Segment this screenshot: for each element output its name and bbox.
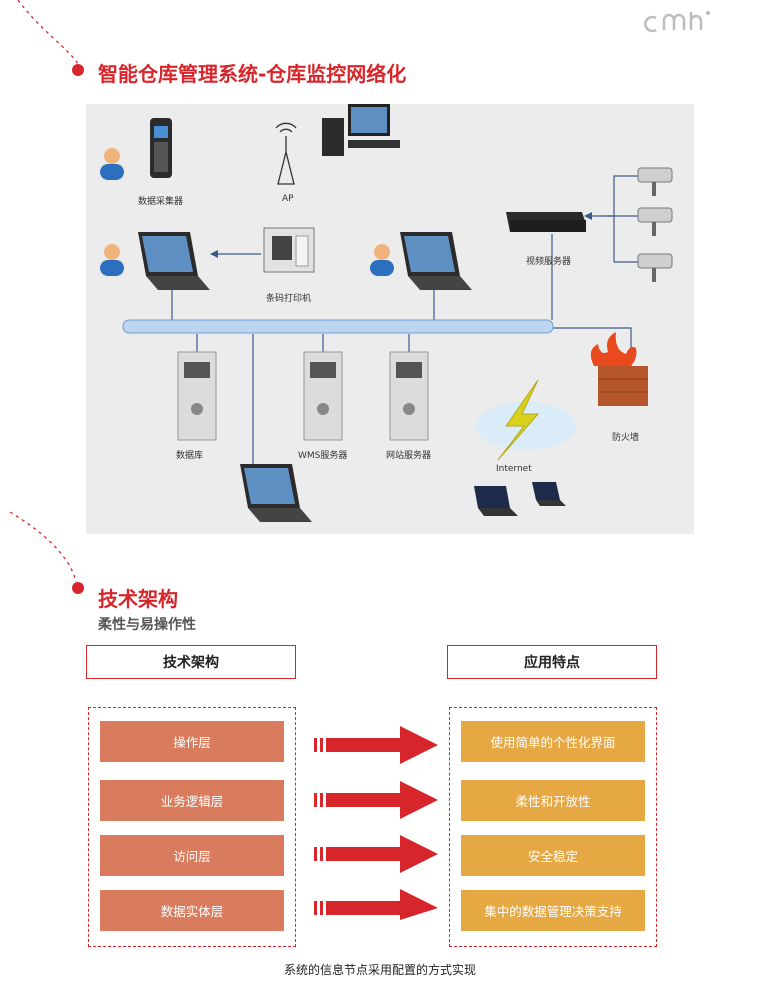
layer-box: 数据实体层 xyxy=(100,890,284,931)
ap-antenna-icon xyxy=(275,122,297,185)
camera-icon xyxy=(637,207,673,236)
mapping-arrows xyxy=(314,726,438,920)
collector-label: 数据采集器 xyxy=(138,197,184,207)
laptop-icon xyxy=(474,486,518,516)
laptop-icon xyxy=(240,464,312,522)
feature-box: 集中的数据管理决策支持 xyxy=(461,890,645,931)
internet-label: Internet xyxy=(496,464,532,474)
left-layer-group: 操作层 业务逻辑层 访问层 数据实体层 xyxy=(88,707,296,947)
feature-box: 柔性和开放性 xyxy=(461,780,645,821)
database-label: 数据库 xyxy=(176,451,204,461)
user-icon xyxy=(100,148,124,180)
user-icon xyxy=(370,244,394,276)
camera-icon xyxy=(637,253,673,282)
right-arrow-icon xyxy=(314,889,438,920)
layer-box: 访问层 xyxy=(100,835,284,876)
network-bus xyxy=(122,319,554,334)
printer-label: 条码打印机 xyxy=(266,294,312,304)
camera-icon xyxy=(637,167,673,196)
laptop-icon xyxy=(138,232,210,290)
right-arrow-icon xyxy=(314,835,438,873)
web-server-label: 网站服务器 xyxy=(386,451,432,461)
section1-title: 智能仓库管理系统-仓库监控网络化 xyxy=(98,62,407,86)
section-dot-icon xyxy=(72,64,84,76)
right-arrow-icon xyxy=(314,781,438,819)
right-arrow-icon xyxy=(314,726,438,764)
right-column-header: 应用特点 xyxy=(447,645,657,679)
brand-logo xyxy=(644,8,714,40)
desktop-computer-icon xyxy=(322,104,400,156)
footer-caption: 系统的信息节点采用配置的方式实现 xyxy=(283,963,476,977)
internet-cloud-icon xyxy=(476,379,576,461)
video-server-icon xyxy=(506,212,586,232)
wms-server-icon xyxy=(303,351,343,441)
firewall-icon xyxy=(590,332,648,406)
layer-box: 操作层 xyxy=(100,721,284,762)
section-dot-icon xyxy=(72,582,84,594)
network-graphics xyxy=(100,104,673,522)
laptop-icon xyxy=(400,232,472,290)
database-server-icon xyxy=(177,351,217,441)
barcode-printer-icon xyxy=(263,227,315,273)
laptop-icon xyxy=(532,482,566,506)
feature-box: 安全稳定 xyxy=(461,835,645,876)
right-feature-group: 使用简单的个性化界面 柔性和开放性 安全稳定 集中的数据管理决策支持 xyxy=(449,707,657,947)
firewall-label: 防火墙 xyxy=(612,433,640,443)
ap-label: AP xyxy=(282,194,294,204)
left-column-header: 技术架构 xyxy=(86,645,296,679)
section2-subtitle: 柔性与易操作性 xyxy=(98,617,196,633)
web-server-icon xyxy=(389,351,429,441)
video-server-label: 视频服务器 xyxy=(526,257,572,267)
wms-server-label: WMS服务器 xyxy=(298,451,348,461)
section2-title: 技术架构 xyxy=(98,587,178,611)
handheld-collector-icon xyxy=(150,118,172,178)
network-diagram: 数据采集器 AP 条码打印机 视频服务器 数据库 WMS服务器 网站服务器 In… xyxy=(86,104,694,534)
layer-box: 业务逻辑层 xyxy=(100,780,284,821)
user-icon xyxy=(100,244,124,276)
feature-box: 使用简单的个性化界面 xyxy=(461,721,645,762)
